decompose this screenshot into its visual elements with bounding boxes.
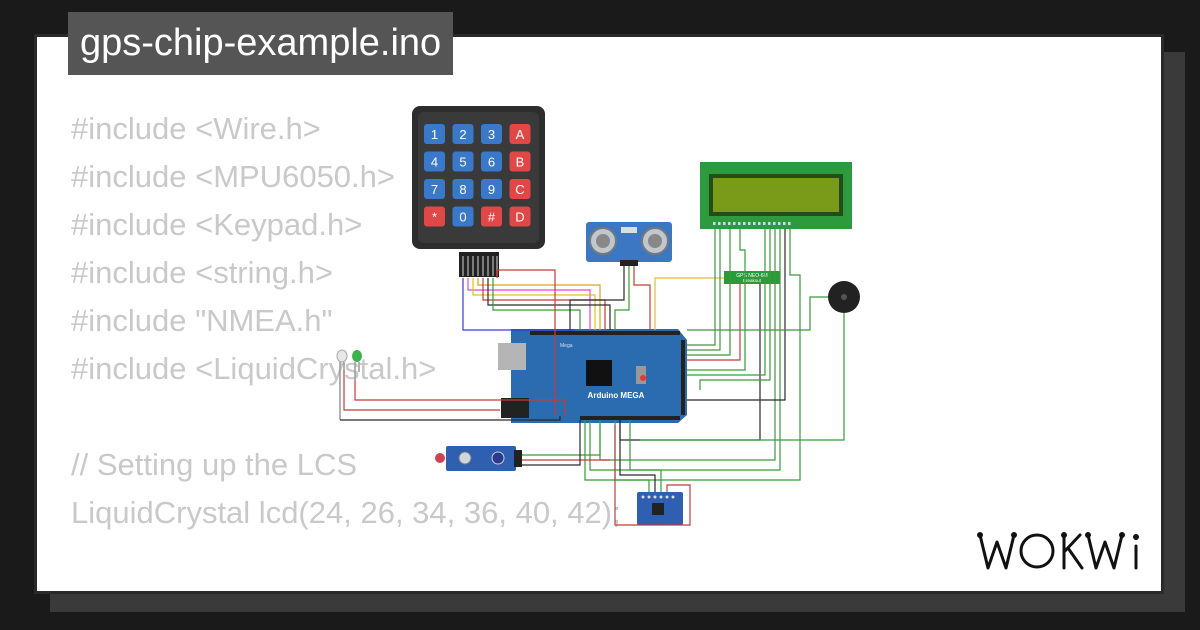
keypad-key-8[interactable]: 8: [452, 179, 474, 199]
lcd-pin: [718, 222, 721, 225]
code-line: #include "NMEA.h": [71, 303, 333, 338]
keypad-key-5[interactable]: 5: [452, 151, 474, 172]
keypad-key-2[interactable]: 2: [452, 124, 474, 144]
keypad-key-3[interactable]: 3: [481, 124, 502, 144]
lcd-pin: [738, 222, 741, 225]
keypad-key-*[interactable]: *: [424, 206, 445, 227]
wires: [340, 229, 845, 526]
lcd-pin: [743, 222, 746, 225]
gps-sublabel: Breakout: [743, 278, 762, 283]
project-title[interactable]: gps-chip-example.ino: [68, 12, 454, 75]
keypad-key-label: 3: [488, 127, 495, 142]
gps-module[interactable]: GPS NEO-6M Breakout: [724, 271, 780, 284]
gps-label: GPS NEO-6M: [736, 273, 767, 279]
lcd-pin: [788, 222, 791, 225]
lcd-pin: [758, 222, 761, 225]
keypad-key-label: 9: [488, 182, 495, 197]
code-line: #include <Wire.h>: [71, 111, 321, 146]
keypad-key-label: 4: [431, 155, 438, 170]
keypad-key-label: A: [516, 127, 525, 142]
board-label: Arduino MEGA: [588, 391, 645, 400]
code-line: #include <MPU6050.h>: [71, 159, 396, 194]
code-line: #include <string.h>: [71, 255, 333, 290]
keypad-key-label: #: [488, 210, 496, 225]
lcd-pin: [783, 222, 786, 225]
keypad-key-C[interactable]: C: [509, 179, 531, 199]
lcd-pin: [768, 222, 771, 225]
keypad-key-label: 5: [459, 155, 466, 170]
lcd-pin: [773, 222, 776, 225]
keypad-key-D[interactable]: D: [509, 206, 531, 227]
keypad-key-label: 2: [459, 127, 466, 142]
preview-card: #include <Wire.h> #include <MPU6050.h> #in…: [34, 34, 1164, 594]
keypad-key-label: *: [432, 210, 437, 225]
lcd-pin: [763, 222, 766, 225]
board-brand: Mega: [560, 343, 573, 349]
code-line: #include <LiquidCrystal.h>: [71, 351, 437, 386]
keypad-key-9[interactable]: 9: [481, 179, 502, 199]
keypad-key-label: 6: [488, 155, 495, 170]
code-line: #include <Keypad.h>: [71, 207, 363, 242]
keypad-key-0[interactable]: 0: [452, 206, 474, 227]
keypad[interactable]: 1 2 3 A 4 5 6 B 7 8 9 C * 0 # D: [412, 106, 545, 277]
keypad-key-label: C: [515, 182, 524, 197]
ultrasonic-sensor[interactable]: [586, 222, 672, 266]
lcd-pin: [728, 222, 731, 225]
keypad-key-label: 1: [431, 127, 438, 142]
wokwi-logo: [977, 532, 1139, 570]
led-indicators[interactable]: [336, 349, 362, 420]
lcd-pin: [778, 222, 781, 225]
keypad-key-B[interactable]: B: [509, 151, 531, 172]
keypad-key-label: 7: [431, 182, 438, 197]
light-sensor[interactable]: [435, 446, 522, 471]
lcd-pin: [713, 222, 716, 225]
keypad-key-7[interactable]: 7: [424, 179, 445, 199]
keypad-key-#[interactable]: #: [481, 206, 502, 227]
code-listing: #include <Wire.h> #include <MPU6050.h> #in…: [71, 105, 621, 591]
code-line: // Setting up the LCS: [71, 447, 358, 482]
lcd-pin: [723, 222, 726, 225]
keypad-key-label: 0: [459, 210, 466, 225]
mpu6050-sensor[interactable]: [637, 492, 683, 525]
lcd-display[interactable]: [700, 162, 852, 229]
keypad-key-6[interactable]: 6: [481, 151, 502, 172]
keypad-key-4[interactable]: 4: [424, 151, 445, 172]
lcd-pin: [733, 222, 736, 225]
buzzer[interactable]: [828, 281, 860, 313]
keypad-key-A[interactable]: A: [509, 124, 531, 144]
keypad-key-1[interactable]: 1: [424, 124, 445, 144]
keypad-key-label: 8: [459, 182, 466, 197]
keypad-key-label: D: [515, 210, 524, 225]
arduino-mega-board[interactable]: Arduino MEGA Mega: [498, 329, 687, 423]
lcd-pin: [753, 222, 756, 225]
lcd-pin: [748, 222, 751, 225]
keypad-key-label: B: [516, 155, 525, 170]
code-line: LiquidCrystal lcd(24, 26, 34, 36, 40, 42…: [71, 495, 621, 530]
